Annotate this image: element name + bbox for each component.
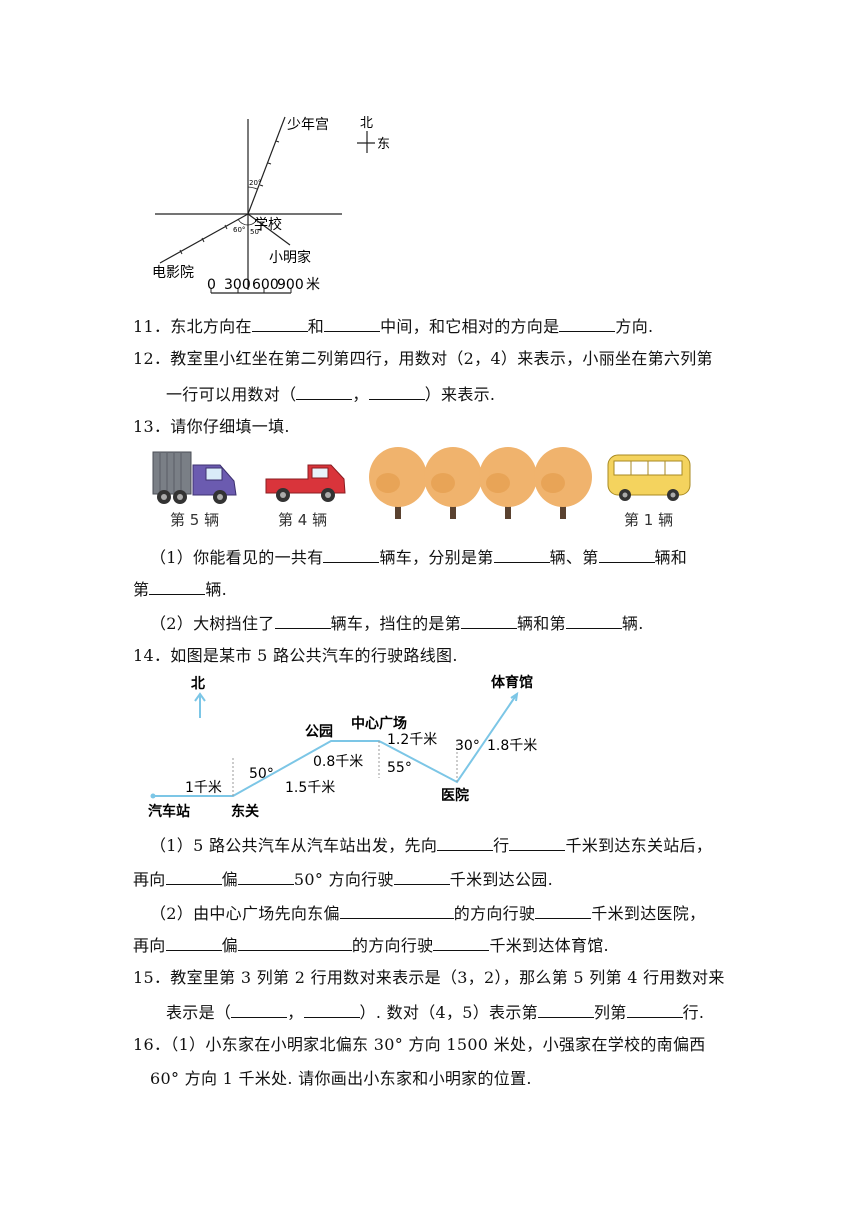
answer-blank[interactable]	[393, 866, 450, 885]
svg-text:北: 北	[360, 116, 373, 131]
answer-blank[interactable]	[237, 932, 352, 951]
tree-icon	[369, 447, 427, 519]
answer-blank[interactable]	[535, 900, 592, 919]
question-13-part-2: （2）大树挡住了辆车，挡住的是第辆和第辆.	[150, 610, 644, 636]
hospital-label: 医院	[441, 787, 469, 804]
distance-0-8km-label: 0.8千米	[313, 754, 363, 770]
stadium-label: 体育馆	[491, 674, 533, 691]
question-16-line-2: 60° 方向 1 千米处. 请你画出小东家和小明家的位置.	[150, 1069, 532, 1088]
answer-blank[interactable]	[509, 832, 566, 851]
question-13-part-1-line-1: （1）你能看见的一共有辆车，分别是第辆、第辆和	[150, 544, 687, 570]
distance-1-5km-label: 1.5千米	[285, 780, 335, 796]
question-12-line-2: 一行可以用数对（，）来表示.	[166, 381, 495, 407]
question-13-part-1-line-2: 第辆.	[133, 576, 227, 602]
cinema-label: 电影院	[152, 265, 194, 281]
answer-blank[interactable]	[433, 932, 490, 951]
scale-bar: 0 300 600 900 米	[207, 277, 320, 294]
question-13-title: 13．请你仔细填一填.	[133, 417, 290, 436]
answer-blank[interactable]	[324, 313, 381, 332]
question-15-line-1: 15．教室里第 3 列第 2 行用数对来表示是（3，2），那么第 5 列第 4 …	[133, 968, 725, 987]
answer-blank[interactable]	[493, 544, 550, 563]
vehicle-5-label: 第 5 辆	[170, 511, 219, 529]
answer-blank[interactable]	[437, 832, 494, 851]
angle-55-label: 55°	[387, 760, 412, 776]
bus-icon	[607, 454, 691, 501]
answer-blank[interactable]	[537, 999, 594, 1018]
route-to-xiaoming-home	[247, 213, 291, 246]
answer-blank[interactable]	[339, 900, 454, 919]
tree-icon	[534, 447, 592, 519]
route-to-youth-palace	[247, 116, 286, 215]
question-14-part-1-line-1: （1）5 路公共汽车从汽车站出发，先向行千米到达东关站后，	[150, 832, 712, 858]
route-to-cinema	[159, 213, 249, 264]
question-15-line-2: 表示是（，）. 数对（4，5）表示第列第行.	[166, 999, 704, 1025]
answer-blank[interactable]	[251, 313, 308, 332]
answer-blank[interactable]	[237, 866, 294, 885]
answer-blank[interactable]	[626, 999, 683, 1018]
answer-blank[interactable]	[598, 544, 655, 563]
school-label: 学校	[254, 216, 282, 233]
compass-icon: 北 东	[357, 116, 390, 153]
distance-1km-label: 1千米	[185, 780, 222, 796]
xiaoming-home-label: 小明家	[269, 249, 311, 266]
vehicles-and-trees-figure: 第 5 辆 第 4 辆 第 1 辆	[152, 447, 691, 529]
question-14-part-2-line-2: 再向偏的方向行驶千米到达体育馆.	[133, 932, 609, 958]
answer-blank[interactable]	[565, 610, 622, 629]
pickup-truck-icon	[265, 464, 346, 502]
answer-blank[interactable]	[559, 313, 616, 332]
question-14-part-2-line-1: （2）由中心广场先向东偏的方向行驶千米到达医院，	[150, 900, 705, 926]
dongguan-label: 东关	[231, 803, 259, 820]
svg-text:0: 0	[207, 277, 216, 293]
question-12-line-1: 12．教室里小红坐在第二列第四行，用数对（2，4）来表示，小丽坐在第六列第	[133, 349, 713, 368]
distance-1-8km-label: 1.8千米	[487, 738, 537, 754]
bus-station-label: 汽车站	[148, 803, 190, 820]
park-label: 公园	[305, 724, 333, 740]
svg-text:米: 米	[306, 277, 320, 293]
bus-route-figure: 北 汽车站 东关 公园 中心广场 医院 体育馆 1千米 1.5千米 0.8千米 …	[148, 674, 537, 820]
question-16-line-1: 16．（1）小东家在小明家北偏东 30° 方向 1500 米处，小强家在学校的南…	[133, 1035, 706, 1054]
svg-text:北: 北	[191, 676, 205, 692]
angle-50-label: 50°	[249, 766, 274, 782]
svg-text:东: 东	[377, 137, 390, 152]
container-truck-icon	[152, 451, 237, 504]
school-map-figure: 20° 60° 50° 少年宫 学校 小明家 电影院 北 东 0 300 600…	[152, 116, 390, 294]
angle-60-label: 60°	[233, 226, 245, 234]
youth-palace-label: 少年宫	[287, 117, 329, 133]
svg-text:600: 600	[252, 277, 279, 293]
center-square-label: 中心广场	[351, 715, 407, 732]
angle-50-label: 50°	[250, 228, 262, 236]
answer-blank[interactable]	[303, 999, 360, 1018]
tree-icon	[424, 447, 482, 519]
answer-blank[interactable]	[323, 544, 380, 563]
question-11: 11．东北方向在和中间，和它相对的方向是方向.	[133, 313, 653, 339]
distance-1-2km-label: 1.2千米	[387, 732, 437, 748]
answer-blank[interactable]	[274, 610, 331, 629]
vehicle-4-label: 第 4 辆	[278, 511, 327, 529]
north-arrow-icon: 北	[191, 676, 206, 718]
answer-blank[interactable]	[165, 932, 222, 951]
answer-blank[interactable]	[149, 576, 206, 595]
vehicle-1-label: 第 1 辆	[624, 511, 673, 529]
question-14-title: 14．如图是某市 5 路公共汽车的行驶路线图.	[133, 646, 458, 665]
angle-30-label: 30°	[455, 738, 480, 754]
answer-blank[interactable]	[231, 999, 288, 1018]
answer-blank[interactable]	[296, 381, 353, 400]
angle-20-label: 20°	[249, 179, 261, 187]
svg-text:300: 300	[224, 277, 251, 293]
answer-blank[interactable]	[461, 610, 517, 629]
answer-blank[interactable]	[368, 381, 425, 400]
svg-text:900: 900	[277, 277, 304, 293]
tree-icon	[479, 447, 537, 519]
answer-blank[interactable]	[165, 866, 222, 885]
bus-route-line	[153, 693, 518, 797]
